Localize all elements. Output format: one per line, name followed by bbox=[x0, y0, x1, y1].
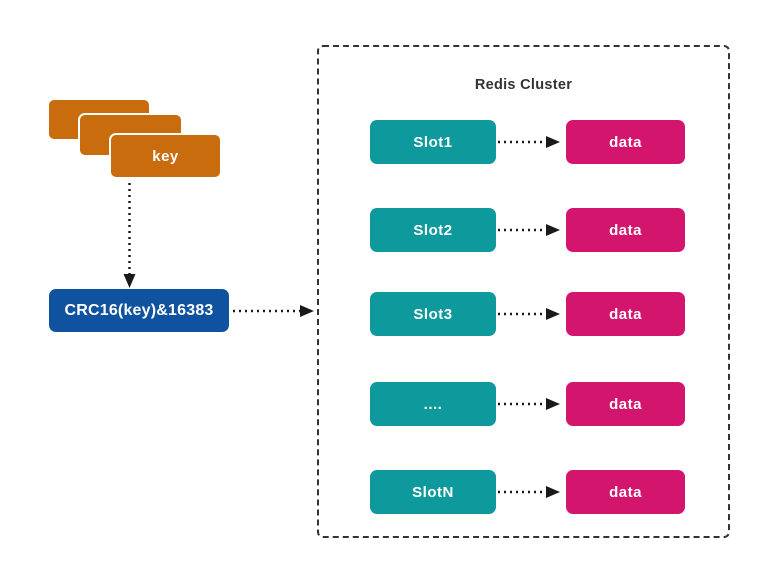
arrowhead-right-icon bbox=[546, 486, 560, 498]
arrowhead-right-icon bbox=[300, 305, 314, 317]
data-box: data bbox=[566, 470, 685, 514]
redis-cluster-container: Redis Cluster Slot1 data Slot2 data bbox=[317, 45, 730, 538]
data-box: data bbox=[566, 120, 685, 164]
cluster-title: Redis Cluster bbox=[474, 77, 573, 93]
slot-box: Slot2 bbox=[370, 208, 496, 252]
connector-hash-to-cluster bbox=[233, 305, 314, 317]
slot-label: Slot2 bbox=[413, 221, 453, 239]
slot-box: Slot3 bbox=[370, 292, 496, 336]
data-label: data bbox=[609, 221, 642, 239]
connector-slot-to-data bbox=[498, 224, 560, 236]
slot-box: .... bbox=[370, 382, 496, 426]
data-box: data bbox=[566, 382, 685, 426]
data-label: data bbox=[609, 483, 642, 501]
slot-label: SlotN bbox=[412, 483, 454, 501]
slot-box: Slot1 bbox=[370, 120, 496, 164]
slot-box: SlotN bbox=[370, 470, 496, 514]
cluster-row-4: .... data bbox=[319, 382, 728, 426]
cluster-row-2: Slot2 data bbox=[319, 208, 728, 252]
key-label: key bbox=[152, 147, 179, 165]
arrowhead-right-icon bbox=[546, 136, 560, 148]
cluster-row-3: Slot3 data bbox=[319, 292, 728, 336]
arrowhead-down-icon bbox=[123, 274, 136, 288]
slot-label: Slot1 bbox=[413, 133, 453, 151]
hash-label: CRC16(key)&16383 bbox=[64, 301, 214, 319]
key-box: key bbox=[109, 133, 222, 179]
data-box: data bbox=[566, 292, 685, 336]
slot-label: .... bbox=[423, 395, 443, 413]
arrowhead-right-icon bbox=[546, 308, 560, 320]
data-label: data bbox=[609, 133, 642, 151]
hash-box: CRC16(key)&16383 bbox=[49, 289, 229, 332]
data-label: data bbox=[609, 305, 642, 323]
data-label: data bbox=[609, 395, 642, 413]
cluster-row-5: SlotN data bbox=[319, 470, 728, 514]
connector-slot-to-data bbox=[498, 136, 560, 148]
connector-slot-to-data bbox=[498, 308, 560, 320]
connector-key-to-hash bbox=[123, 183, 136, 288]
connector-slot-to-data bbox=[498, 486, 560, 498]
connector-slot-to-data bbox=[498, 398, 560, 410]
arrowhead-right-icon bbox=[546, 224, 560, 236]
slot-label: Slot3 bbox=[413, 305, 453, 323]
cluster-row-1: Slot1 data bbox=[319, 120, 728, 164]
data-box: data bbox=[566, 208, 685, 252]
arrowhead-right-icon bbox=[546, 398, 560, 410]
